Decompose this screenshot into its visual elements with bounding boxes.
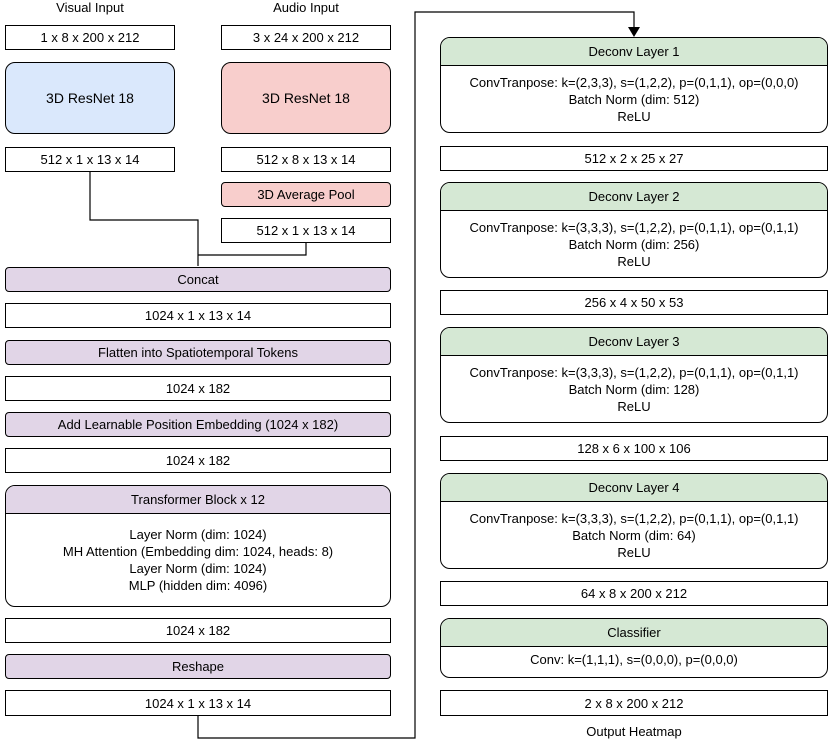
deconv-layer-title: Deconv Layer 4 — [441, 474, 827, 502]
deconv-layer-body: ConvTranpose: k=(3,3,3), s=(1,2,2), p=(0… — [441, 502, 827, 568]
deconv-layer-body: ConvTranpose: k=(2,3,3), s=(1,2,2), p=(0… — [441, 66, 827, 132]
deconv-layer-title: Deconv Layer 2 — [441, 183, 827, 211]
transformer-title: Transformer Block x 12 — [6, 486, 390, 514]
deconv-layer-body: ConvTranpose: k=(3,3,3), s=(1,2,2), p=(0… — [441, 356, 827, 422]
deconv-layer-4: Deconv Layer 4 ConvTranpose: k=(3,3,3), … — [440, 473, 828, 569]
visual-output-shape: 512 x 1 x 13 x 14 — [5, 147, 175, 172]
visual-input-header: Visual Input — [56, 0, 124, 15]
classifier-shape: 2 x 8 x 200 x 212 — [440, 690, 828, 716]
concat-block: Concat — [5, 267, 391, 292]
audio-feature-shape: 512 x 8 x 13 x 14 — [221, 147, 391, 172]
classifier-body: Conv: k=(1,1,1), s=(0,0,0), p=(0,0,0) — [441, 647, 827, 671]
deconv-line: ReLU — [617, 108, 651, 124]
concat-shape: 1024 x 1 x 13 x 14 — [5, 303, 391, 328]
transformer-block: Transformer Block x 12 Layer Norm (dim: … — [5, 485, 391, 607]
reshape-shape: 1024 x 1 x 13 x 14 — [5, 690, 391, 716]
audio-input-header: Audio Input — [273, 0, 339, 15]
deconv-layer-2: Deconv Layer 2 ConvTranpose: k=(3,3,3), … — [440, 182, 828, 278]
deconv-layer-title: Deconv Layer 1 — [441, 38, 827, 66]
visual-backbone: 3D ResNet 18 — [5, 62, 175, 134]
position-embedding-block: Add Learnable Position Embedding (1024 x… — [5, 412, 391, 437]
arrow-head — [628, 27, 640, 37]
deconv-line: Batch Norm (dim: 64) — [572, 527, 696, 543]
audio-average-pool: 3D Average Pool — [221, 182, 391, 207]
deconv-line: ConvTranpose: k=(2,3,3), s=(1,2,2), p=(0… — [469, 74, 799, 90]
transformer-line: Layer Norm (dim: 1024) — [129, 561, 267, 576]
deconv-line: ConvTranpose: k=(3,3,3), s=(1,2,2), p=(0… — [469, 364, 799, 380]
deconv-line: Batch Norm (dim: 512) — [568, 91, 700, 107]
transformer-shape: 1024 x 182 — [5, 618, 391, 643]
transformer-body: Layer Norm (dim: 1024) MH Attention (Emb… — [6, 514, 390, 606]
transformer-line: MLP (hidden dim: 4096) — [128, 578, 268, 593]
audio-input-shape: 3 x 24 x 200 x 212 — [221, 25, 391, 50]
audio-to-concat-line — [198, 243, 307, 256]
deconv-line: Batch Norm (dim: 128) — [568, 381, 700, 397]
output-heatmap-label: Output Heatmap — [586, 724, 682, 739]
flatten-shape: 1024 x 182 — [5, 376, 391, 401]
classifier-line: Conv: k=(1,1,1), s=(0,0,0), p=(0,0,0) — [530, 651, 738, 667]
deconv-4-shape: 64 x 8 x 200 x 212 — [440, 581, 828, 606]
deconv-layer-body: ConvTranpose: k=(3,3,3), s=(1,2,2), p=(0… — [441, 211, 827, 277]
classifier-block: Classifier Conv: k=(1,1,1), s=(0,0,0), p… — [440, 618, 828, 678]
visual-input-shape: 1 x 8 x 200 x 212 — [5, 25, 175, 50]
deconv-line: ReLU — [617, 253, 651, 269]
flatten-block: Flatten into Spatiotemporal Tokens — [5, 340, 391, 365]
encoder-to-decoder-line — [197, 11, 635, 739]
deconv-layer-1: Deconv Layer 1 ConvTranpose: k=(2,3,3), … — [440, 37, 828, 133]
position-embedding-shape: 1024 x 182 — [5, 448, 391, 473]
deconv-line: ReLU — [617, 398, 651, 414]
reshape-block: Reshape — [5, 654, 391, 679]
deconv-layer-title: Deconv Layer 3 — [441, 328, 827, 356]
audio-backbone: 3D ResNet 18 — [221, 62, 391, 134]
deconv-layer-3: Deconv Layer 3 ConvTranpose: k=(3,3,3), … — [440, 327, 828, 423]
deconv-2-shape: 256 x 4 x 50 x 53 — [440, 290, 828, 315]
audio-pooled-shape: 512 x 1 x 13 x 14 — [221, 218, 391, 243]
deconv-1-shape: 512 x 2 x 25 x 27 — [440, 146, 828, 171]
classifier-title: Classifier — [441, 619, 827, 647]
visual-to-concat-line — [89, 172, 199, 266]
deconv-line: ReLU — [617, 544, 651, 560]
transformer-line: Layer Norm (dim: 1024) — [129, 527, 267, 542]
deconv-3-shape: 128 x 6 x 100 x 106 — [440, 436, 828, 461]
deconv-line: ConvTranpose: k=(3,3,3), s=(1,2,2), p=(0… — [469, 510, 799, 526]
deconv-line: Batch Norm (dim: 256) — [568, 236, 700, 252]
transformer-line: MH Attention (Embedding dim: 1024, heads… — [62, 544, 334, 559]
deconv-line: ConvTranpose: k=(3,3,3), s=(1,2,2), p=(0… — [469, 219, 799, 235]
